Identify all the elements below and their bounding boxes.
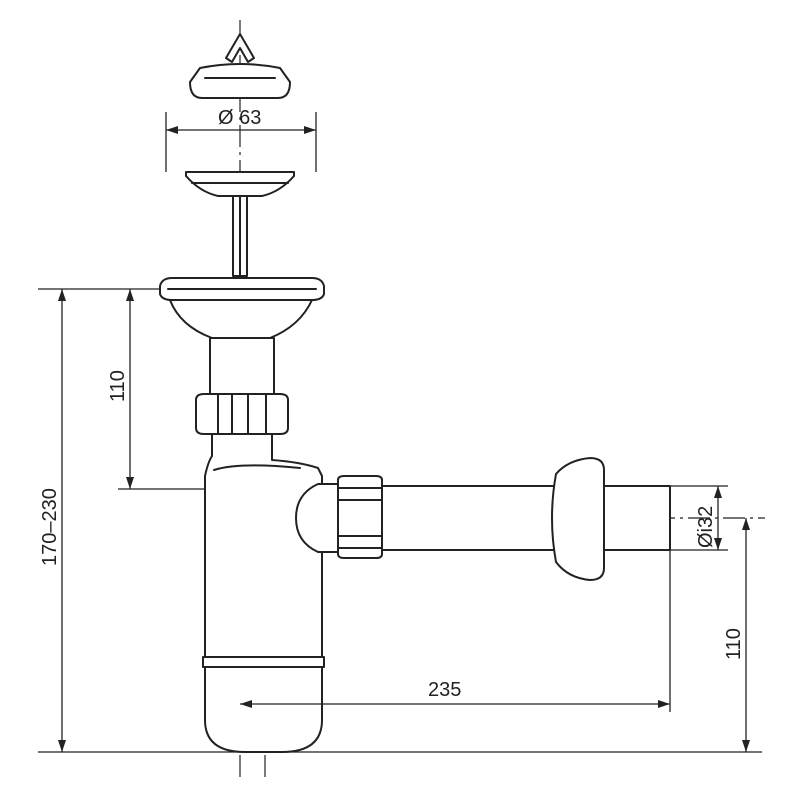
dimension-flange-height: 110 bbox=[107, 289, 205, 490]
stopper-cap bbox=[189, 63, 291, 99]
total-height-label: 170–230 bbox=[39, 488, 61, 566]
stopper-handle bbox=[225, 33, 255, 63]
outlet-elbow bbox=[295, 475, 383, 559]
outlet-pipe bbox=[381, 457, 671, 581]
dimension-horizontal-reach: 235 bbox=[240, 486, 671, 712]
nut-body bbox=[195, 393, 289, 435]
wall-rosette bbox=[551, 457, 605, 581]
strainer-basket bbox=[185, 171, 295, 277]
stopper-diameter-label: Ø 63 bbox=[218, 107, 261, 129]
dimension-stopper-diameter: Ø 63 bbox=[165, 107, 317, 172]
trap-inner-edge bbox=[213, 464, 301, 471]
outlet-height-label: 110 bbox=[723, 628, 745, 660]
tailpiece bbox=[209, 337, 275, 397]
dimension-outlet-diameter: Øi32 bbox=[670, 485, 728, 551]
trap-bottom-cup bbox=[204, 666, 323, 753]
pipe-section-2 bbox=[603, 485, 671, 551]
elbow bbox=[295, 483, 343, 553]
flange-height-label: 110 bbox=[107, 370, 129, 402]
tailpiece-tube bbox=[209, 337, 275, 397]
dimension-total-height: 170–230 bbox=[38, 288, 762, 753]
sink-flange bbox=[159, 277, 325, 339]
stopper-plug bbox=[189, 33, 291, 99]
trap-upper bbox=[204, 433, 323, 661]
outlet-nut bbox=[337, 475, 383, 559]
pipe-section-1 bbox=[381, 485, 561, 551]
dimension-outlet-height: 110 bbox=[723, 518, 750, 752]
coupling-nut bbox=[195, 393, 289, 435]
horizontal-reach-label: 235 bbox=[428, 679, 461, 701]
trap-band bbox=[202, 656, 325, 668]
flange-bowl bbox=[169, 299, 313, 339]
outlet-diameter-label: Øi32 bbox=[695, 506, 717, 548]
